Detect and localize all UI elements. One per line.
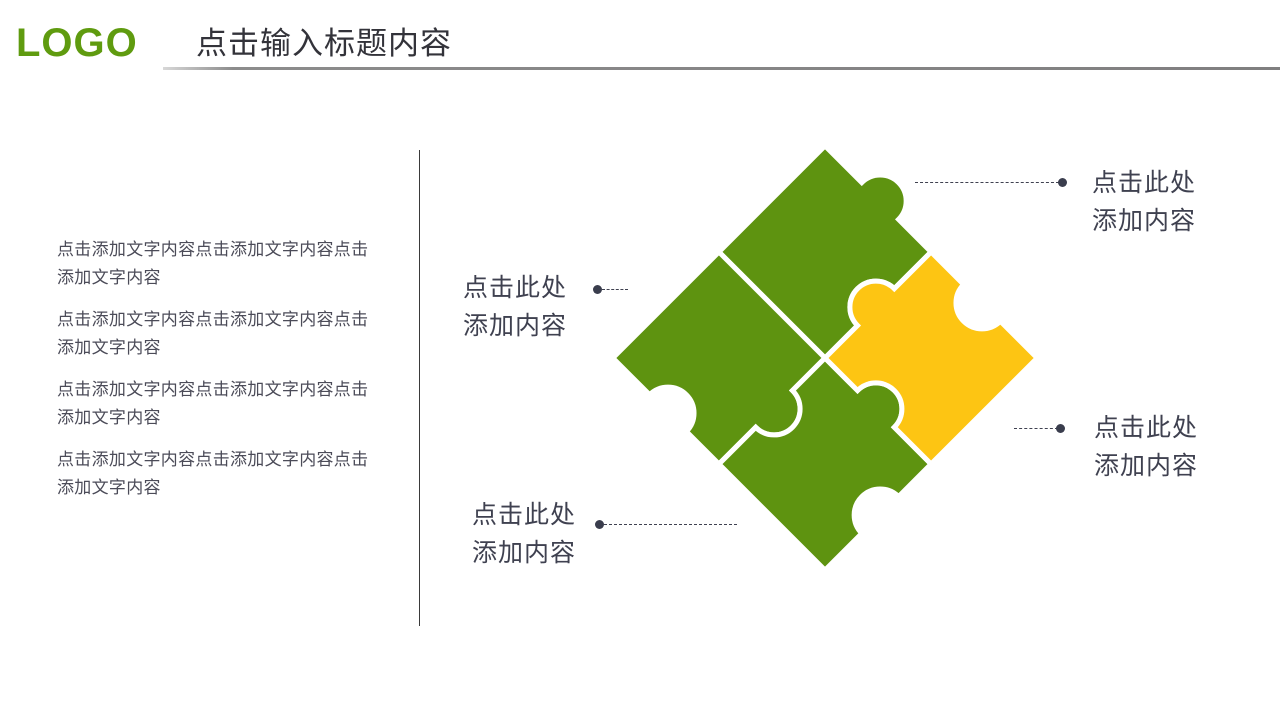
puzzle-svg: [609, 142, 1041, 574]
callout-bottom-right[interactable]: 点击此处 添加内容: [1094, 410, 1198, 486]
logo: LOGO: [16, 21, 138, 65]
callout-left[interactable]: 点击此处 添加内容: [463, 270, 567, 346]
vertical-divider: [419, 150, 420, 626]
leader-dot-left: [593, 285, 602, 294]
left-text-column: 点击添加文字内容点击添加文字内容点击添加文字内容 点击添加文字内容点击添加文字内…: [57, 236, 377, 502]
page-title: 点击输入标题内容: [196, 26, 452, 61]
callout-top-right[interactable]: 点击此处 添加内容: [1092, 165, 1196, 241]
callout-label: 点击此处 添加内容: [1092, 165, 1196, 241]
callout-line-2: 添加内容: [1094, 453, 1199, 480]
leader-dot-bottom-left: [595, 520, 604, 529]
callout-label: 点击此处 添加内容: [472, 497, 576, 573]
leader-line-bottom-left: [604, 524, 737, 525]
leader-line-top-right: [915, 182, 1059, 183]
callout-bottom-left[interactable]: 点击此处 添加内容: [472, 497, 576, 573]
page-header: LOGO 点击输入标题内容: [0, 0, 1280, 90]
leader-dot-top-right: [1058, 178, 1067, 187]
leader-dot-bottom-right: [1056, 424, 1065, 433]
callout-label: 点击此处 添加内容: [1094, 410, 1198, 486]
callout-line-1: 点击此处: [1092, 170, 1197, 197]
leader-line-left: [602, 289, 628, 290]
body-paragraph[interactable]: 点击添加文字内容点击添加文字内容点击添加文字内容: [57, 380, 369, 427]
body-paragraph[interactable]: 点击添加文字内容点击添加文字内容点击添加文字内容: [57, 310, 369, 357]
callout-line-2: 添加内容: [1092, 208, 1197, 235]
body-paragraph[interactable]: 点击添加文字内容点击添加文字内容点击添加文字内容: [57, 450, 369, 497]
callout-line-1: 点击此处: [1094, 415, 1199, 442]
header-divider-rule: [163, 67, 1280, 70]
leader-line-bottom-right: [1014, 428, 1058, 429]
puzzle-piece-right[interactable]: [807, 234, 1041, 468]
puzzle-diagram: [600, 140, 1050, 580]
callout-line-1: 点击此处: [472, 502, 577, 529]
callout-label: 点击此处 添加内容: [463, 270, 567, 346]
callout-line-2: 添加内容: [463, 313, 568, 340]
callout-line-2: 添加内容: [472, 540, 577, 567]
callout-line-1: 点击此处: [463, 275, 568, 302]
body-paragraph[interactable]: 点击添加文字内容点击添加文字内容点击添加文字内容: [57, 240, 369, 287]
